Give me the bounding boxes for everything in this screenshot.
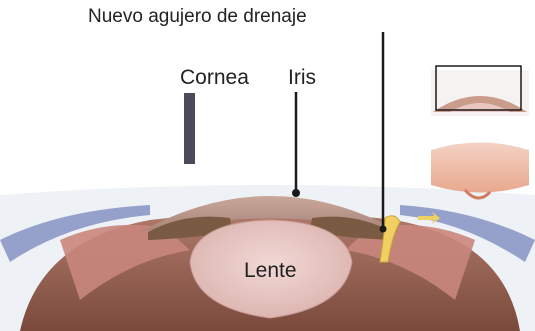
drainage-hole-label: Nuevo agujero de drenaje [88,6,307,28]
drainage-leader-dot [380,226,387,233]
cornea-marker-bar [184,93,195,164]
cornea-label: Cornea [180,66,249,90]
lens-label: Lente [244,259,297,283]
iris-label: Iris [288,66,316,90]
thumbnail-cross-section [431,66,529,116]
iris-leader-dot [292,189,300,197]
